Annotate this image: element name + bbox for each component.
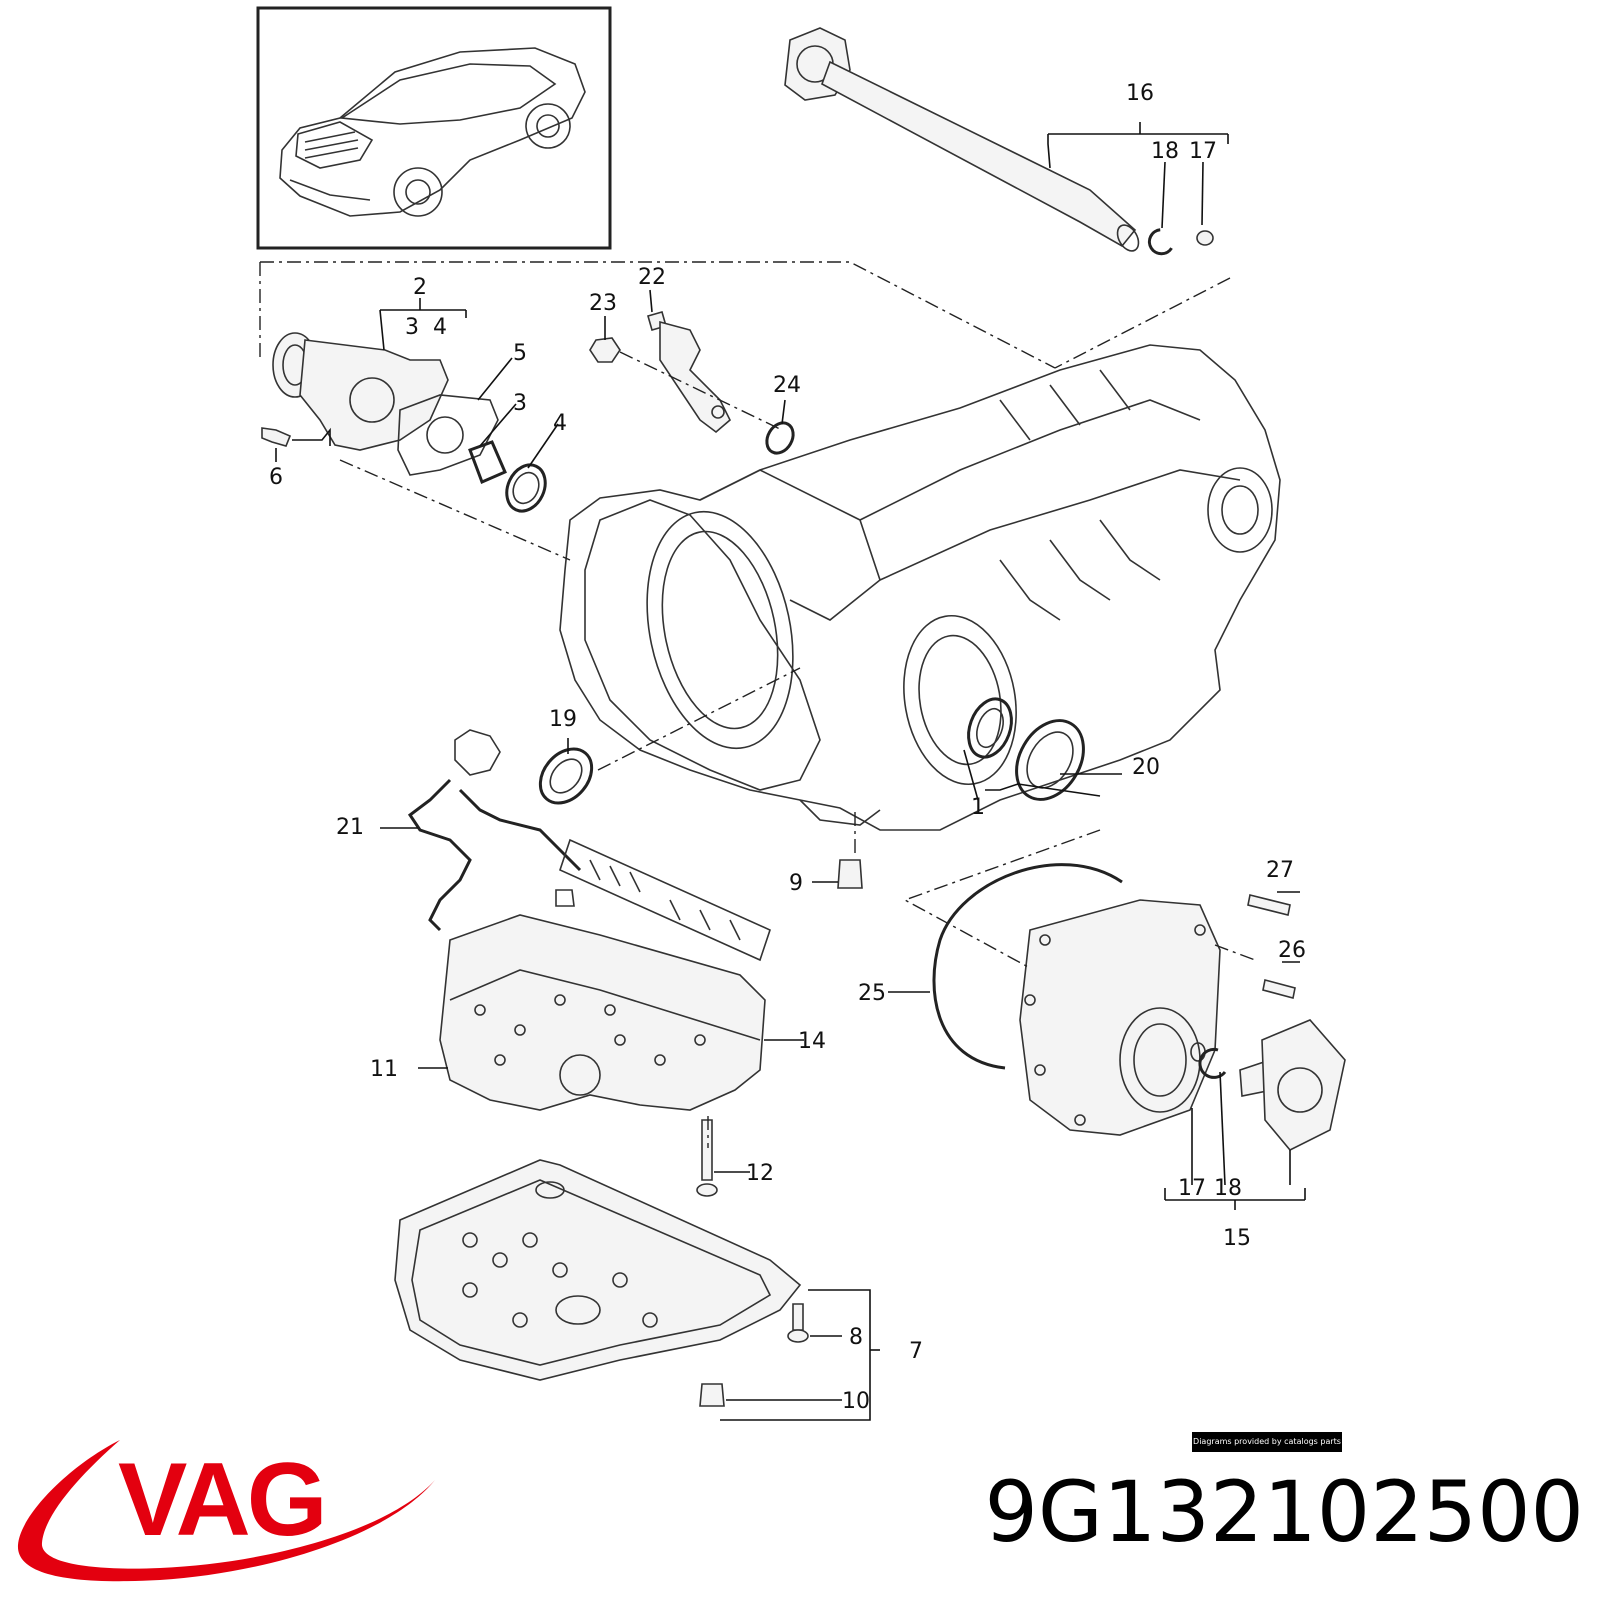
callout-18b: 18 bbox=[1214, 1176, 1242, 1201]
callout-20: 20 bbox=[1132, 755, 1160, 780]
callout-21: 21 bbox=[336, 815, 364, 840]
drive-shaft bbox=[784, 27, 1214, 256]
callout-18: 18 bbox=[1151, 139, 1179, 164]
callout-25: 25 bbox=[858, 981, 886, 1006]
callout-12: 12 bbox=[746, 1161, 774, 1186]
callout-4b: 4 bbox=[553, 411, 567, 436]
callout-6: 6 bbox=[269, 465, 283, 490]
brand-logo-text: VAG bbox=[118, 1442, 328, 1558]
diagram-credit-badge: Diagrams provided by catalogs parts bbox=[1192, 1432, 1342, 1452]
gearbox-housing bbox=[559, 344, 1281, 831]
callout-17b: 17 bbox=[1178, 1176, 1206, 1201]
callout-16: 16 bbox=[1126, 81, 1154, 106]
callout-7: 7 bbox=[909, 1339, 923, 1364]
drain-plug bbox=[837, 859, 863, 889]
callout-14: 14 bbox=[798, 1029, 826, 1054]
brand-swoosh-icon bbox=[17, 1440, 435, 1582]
callout-17: 17 bbox=[1189, 139, 1217, 164]
callout-2: 2 bbox=[413, 275, 427, 300]
callout-4: 4 bbox=[433, 315, 447, 340]
leader-lines bbox=[275, 122, 1306, 1421]
wiring-harness bbox=[407, 729, 771, 962]
callout-3b: 3 bbox=[513, 391, 527, 416]
vehicle-thumbnail bbox=[256, 6, 612, 250]
callout-26: 26 bbox=[1278, 938, 1306, 963]
callout-3: 3 bbox=[405, 315, 419, 340]
callout-8: 8 bbox=[849, 1325, 863, 1350]
callout-11: 11 bbox=[370, 1057, 398, 1082]
callout-22: 22 bbox=[638, 265, 666, 290]
callout-5: 5 bbox=[513, 341, 527, 366]
callout-15: 15 bbox=[1223, 1226, 1251, 1251]
valve-body bbox=[439, 914, 766, 1197]
callout-1: 1 bbox=[971, 795, 985, 820]
callout-19: 19 bbox=[549, 707, 577, 732]
callout-9: 9 bbox=[789, 871, 803, 896]
callout-27: 27 bbox=[1266, 858, 1294, 883]
bracket-assembly bbox=[589, 311, 795, 455]
callout-labels: 16 18 17 2 3 4 5 3 4 6 22 23 24 19 20 1 … bbox=[269, 81, 1306, 1414]
part-number: 9G132102500 bbox=[984, 1463, 1584, 1561]
callout-10: 10 bbox=[842, 1389, 870, 1414]
callout-24: 24 bbox=[773, 373, 801, 398]
callout-23: 23 bbox=[589, 291, 617, 316]
assembly-lines bbox=[259, 261, 1256, 1148]
diagram-credit: Diagrams provided by catalogs parts bbox=[1193, 1437, 1341, 1446]
input-flange-assembly bbox=[261, 332, 547, 513]
oil-pan bbox=[394, 1159, 809, 1407]
side-cover-assembly bbox=[932, 863, 1346, 1151]
